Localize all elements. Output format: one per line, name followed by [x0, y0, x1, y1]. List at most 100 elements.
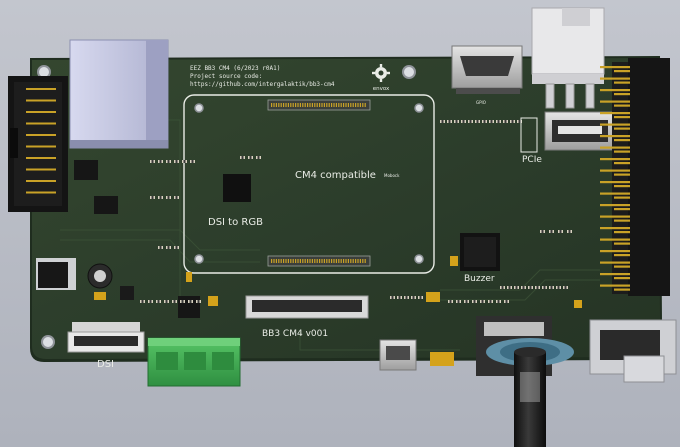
connector-pin — [302, 259, 304, 263]
gpio-pin — [614, 127, 630, 130]
connector-pin — [328, 259, 330, 263]
logo: envox — [372, 64, 390, 92]
gpio-pin — [600, 238, 630, 241]
idc-pin — [26, 122, 48, 125]
connector-pin — [340, 103, 342, 107]
smd-component — [183, 160, 186, 163]
idc-pin — [26, 88, 48, 90]
connector-pin — [316, 259, 318, 263]
connector-pin — [290, 103, 292, 107]
smd-component — [405, 296, 408, 299]
smd-component — [505, 300, 508, 303]
gpio-pin — [614, 231, 630, 234]
gpio-pin — [614, 219, 630, 222]
smd-component — [473, 300, 476, 303]
connector-pin — [273, 259, 275, 263]
smd-component — [529, 286, 532, 289]
gpio-pin — [600, 169, 630, 172]
gpio-pin — [600, 227, 630, 230]
smd-component — [141, 300, 144, 303]
idc-pin — [26, 191, 48, 194]
smd-component — [541, 230, 544, 233]
gpio-pin — [614, 173, 630, 176]
smd-component — [159, 160, 162, 163]
smd-component — [557, 286, 560, 289]
idc-header-connector — [8, 76, 68, 212]
connector-pin — [299, 103, 301, 107]
gpio-pin — [600, 192, 630, 195]
connector-pin — [299, 259, 301, 263]
connector-pin — [340, 259, 342, 263]
mounting-hole — [41, 335, 55, 349]
gpio-pin — [600, 158, 630, 161]
connector-pin — [331, 259, 333, 263]
gpio-pin — [600, 66, 630, 69]
smd-component — [543, 286, 546, 289]
smd-component — [568, 230, 571, 233]
gpio-pin — [600, 89, 630, 92]
idc-pin — [26, 168, 48, 171]
gpio-pin — [600, 215, 630, 218]
connector-pin — [278, 259, 280, 263]
gpio-pin — [600, 250, 630, 253]
connector-pin — [355, 259, 357, 263]
tantalum-capacitors — [426, 256, 582, 366]
connector-pin — [275, 103, 277, 107]
connector-pin — [295, 103, 297, 107]
idc-pin — [44, 111, 56, 113]
connector-pin — [321, 103, 323, 107]
smd-component — [175, 196, 178, 199]
gpio-pin — [614, 104, 630, 107]
gpio-pin — [600, 123, 630, 126]
connector-pin — [338, 103, 340, 107]
smd-component — [465, 300, 468, 303]
logo-text: envox — [373, 86, 390, 92]
smd-component — [511, 120, 514, 123]
connector-pin — [292, 259, 294, 263]
gear-icon — [372, 64, 390, 82]
sd-card-connector — [589, 319, 677, 383]
idc-pin — [44, 180, 56, 182]
connector-pin — [352, 259, 354, 263]
gpio-pin — [600, 146, 630, 149]
connector-pin — [278, 103, 280, 107]
gpio-pin — [614, 265, 630, 268]
connector-pin — [333, 103, 335, 107]
gpio-pin — [600, 284, 630, 287]
connector-pin — [314, 259, 316, 263]
connector-pin — [292, 103, 294, 107]
connector-pin — [352, 103, 354, 107]
connector-pin — [328, 103, 330, 107]
connector-pin — [311, 259, 313, 263]
connector-pin — [280, 259, 282, 263]
connector-pin — [333, 259, 335, 263]
connector-pin — [321, 259, 323, 263]
idc-pin — [44, 145, 56, 148]
smd-component — [550, 286, 553, 289]
connector-pin — [287, 259, 289, 263]
gpio-pin — [614, 162, 630, 165]
smd-component — [536, 286, 539, 289]
smd-component — [173, 300, 176, 303]
cm4-module-outline: CM4 compatible Mobock DSI to RGB — [183, 94, 435, 274]
idc-pin — [26, 111, 48, 113]
smd-component — [515, 286, 518, 289]
smd-component — [457, 300, 460, 303]
gpio-pin — [614, 277, 630, 280]
gpio-pin — [600, 100, 630, 103]
connector-pin — [335, 259, 337, 263]
connector-pin — [309, 259, 311, 263]
smd-component — [476, 120, 479, 123]
connector-pin — [319, 259, 321, 263]
rotary-encoder — [476, 316, 574, 447]
gpio-label: GPIO — [476, 100, 486, 105]
smd-component — [159, 196, 162, 199]
gpio-header — [600, 58, 670, 296]
connector-pin — [271, 103, 273, 107]
idc-pin — [44, 99, 56, 102]
connector-pin — [331, 103, 333, 107]
connector-pin — [357, 259, 359, 263]
pcb-board — [30, 56, 662, 362]
connector-pin — [323, 259, 325, 263]
